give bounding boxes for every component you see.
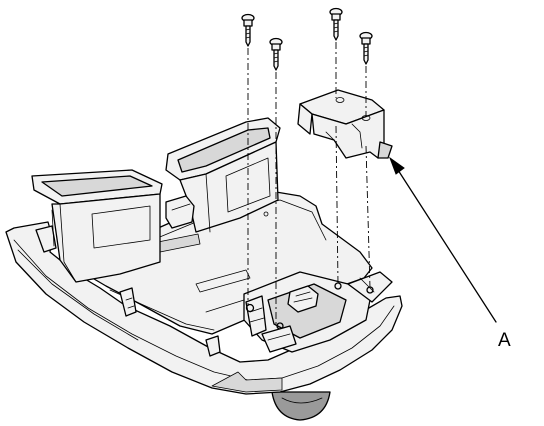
right-pocket [165,117,281,233]
callout-a-leader [388,156,497,323]
screw-2 [269,37,283,71]
switch-mechanism [243,271,393,353]
screw-1 [241,13,255,47]
arrow-icon [388,156,405,175]
bottom-knob [271,391,331,421]
bracket [297,89,393,159]
screw-4 [359,31,373,65]
alignment-lines [247,42,371,324]
left-pocket [31,169,163,283]
callout-a-label: A [498,330,511,351]
screw-3 [329,7,343,41]
